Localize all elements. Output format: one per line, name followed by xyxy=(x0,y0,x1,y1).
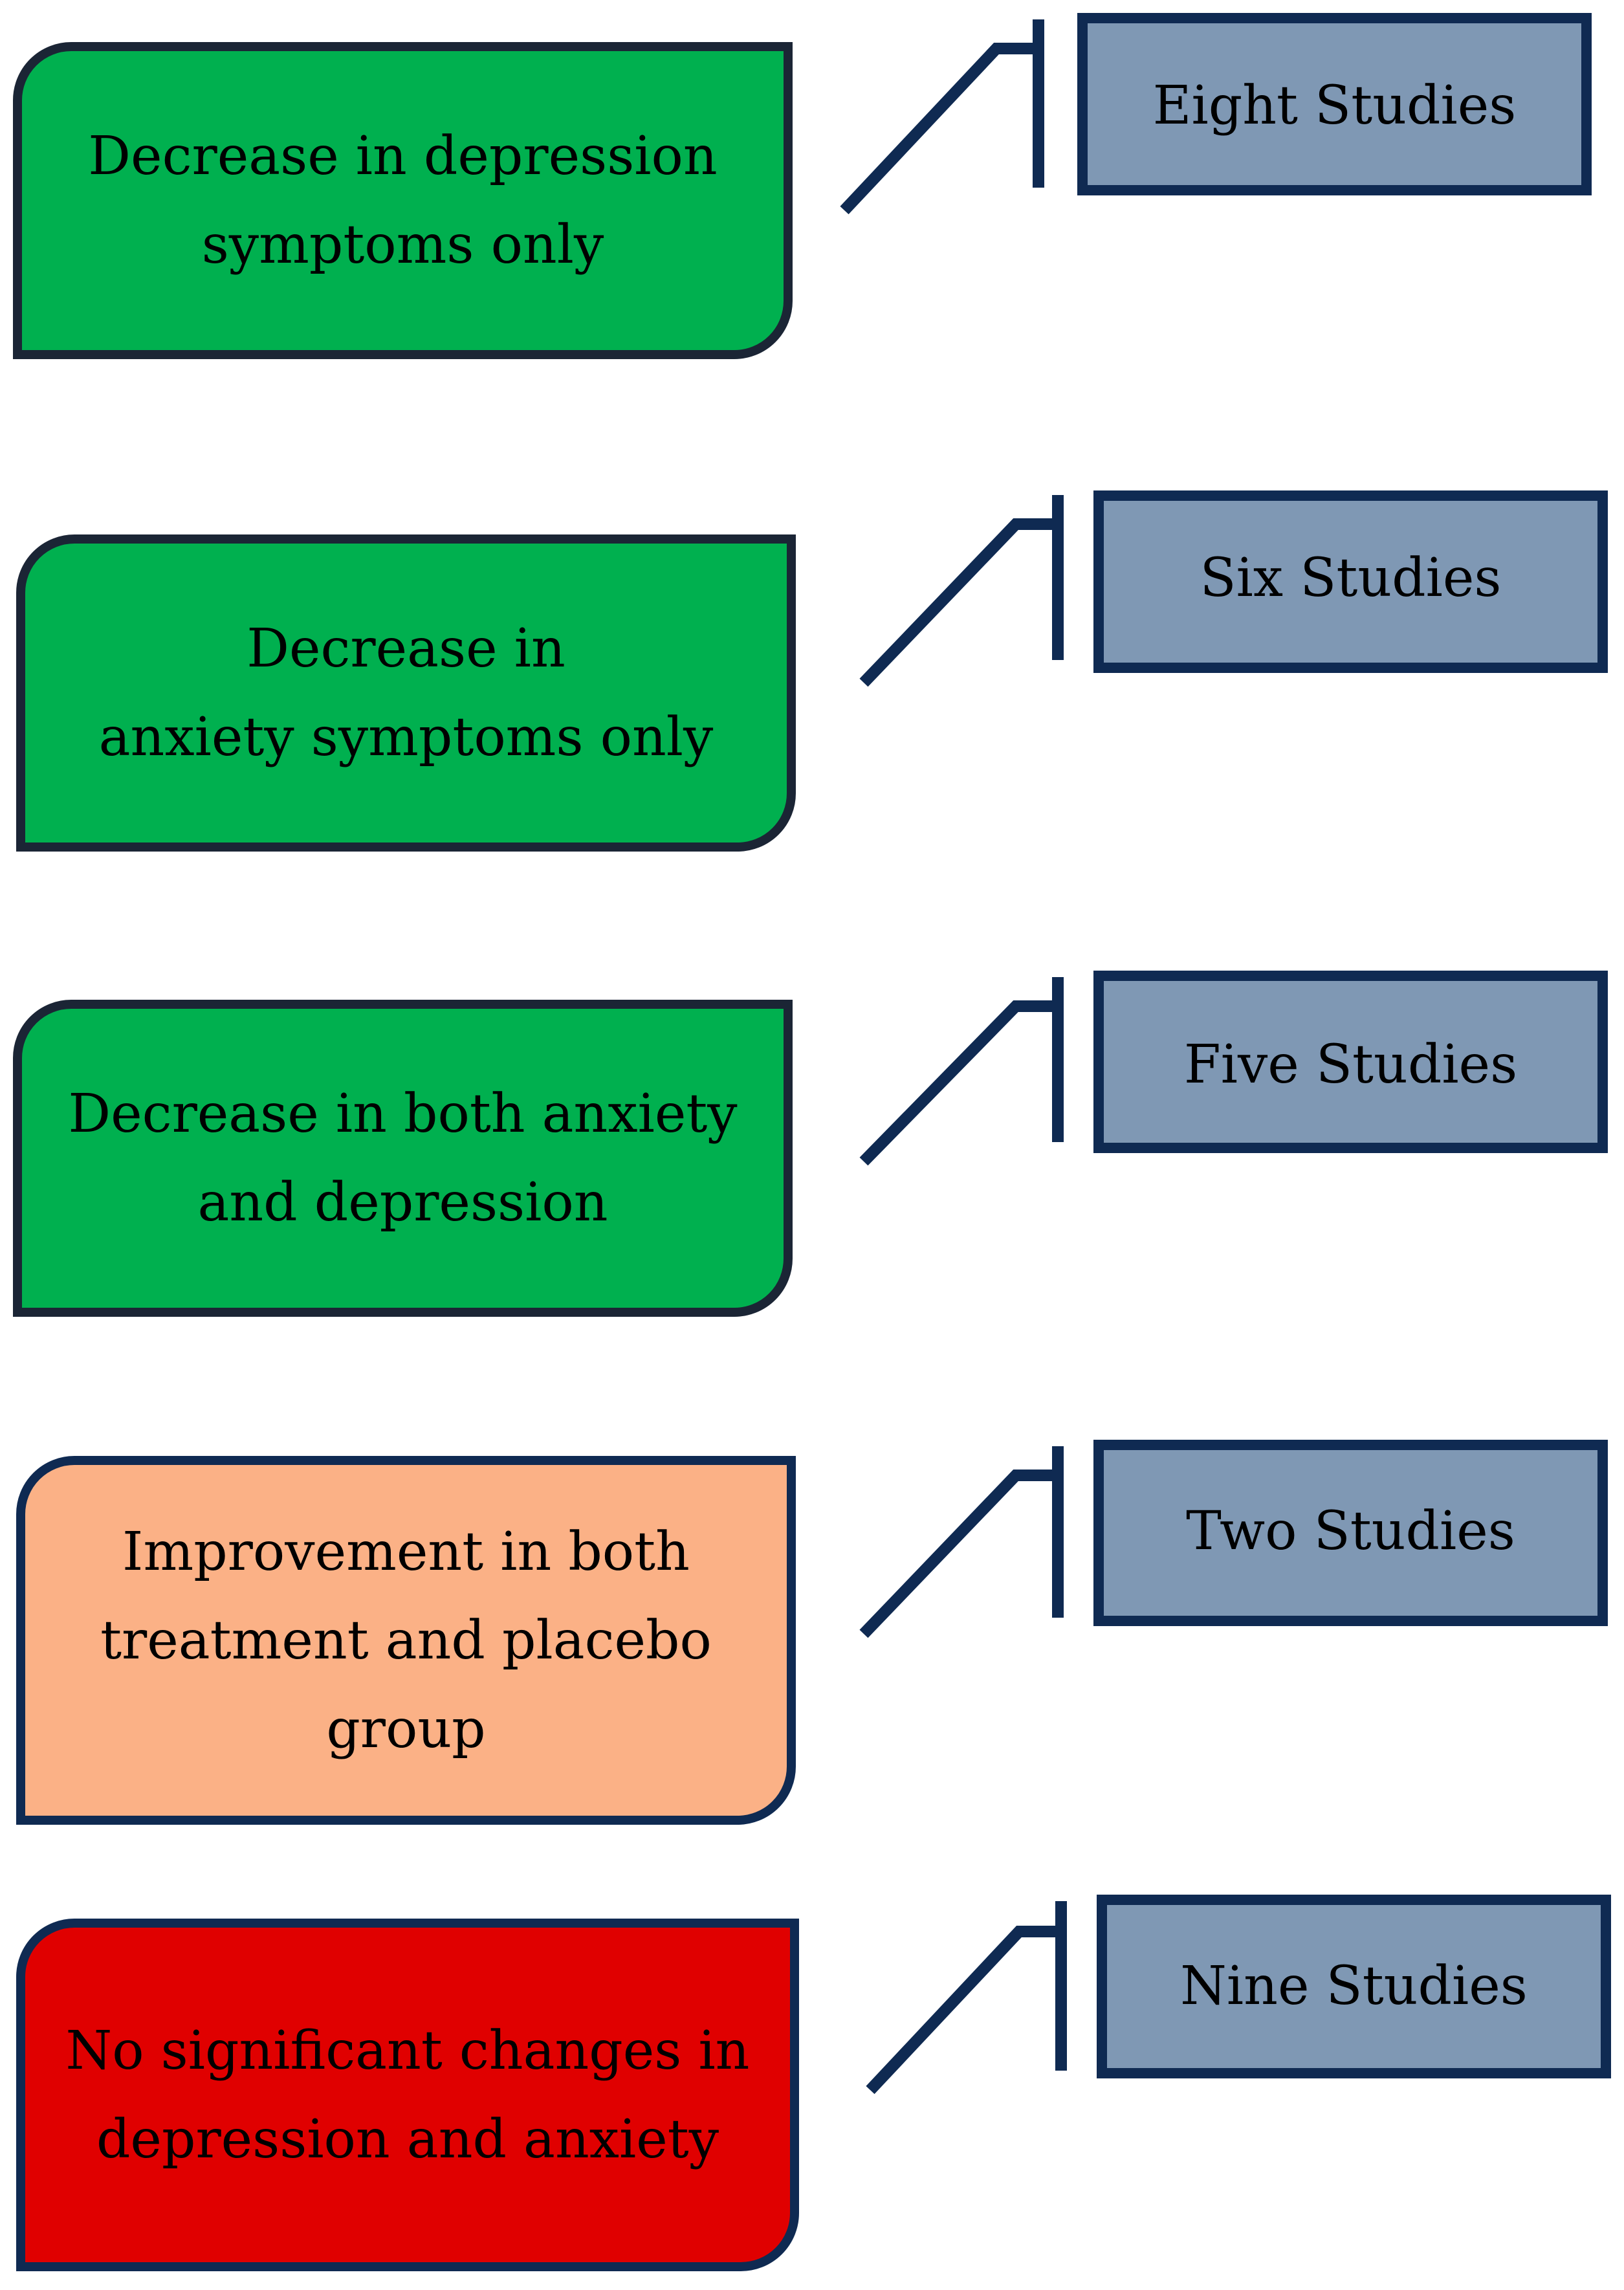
outcome-text-line: symptoms only xyxy=(201,214,604,276)
study-count-label: Nine Studies xyxy=(1180,1955,1528,2017)
study-count-label: Two Studies xyxy=(1186,1501,1515,1562)
study-count-label: Six Studies xyxy=(1200,547,1502,609)
study-count-box-eight: Eight Studies xyxy=(1077,13,1592,195)
connector-line-eight-studies xyxy=(840,19,1044,215)
outcome-text-line: anxiety symptoms only xyxy=(98,707,714,768)
outcome-text-line: treatment and placebo xyxy=(100,1609,712,1671)
outcome-text-line: depression and anxiety xyxy=(96,2108,719,2170)
outcome-text-line: Decrease in both anxiety xyxy=(68,1083,738,1145)
study-count-box-six: Six Studies xyxy=(1093,490,1608,673)
connector-line-nine-studies xyxy=(866,1901,1067,2095)
outcome-text-line: and depression xyxy=(197,1172,608,1233)
outcome-text-line: group xyxy=(326,1698,486,1760)
connector-line-six-studies xyxy=(859,495,1064,687)
connector-line-five-studies xyxy=(859,977,1064,1166)
study-count-box-nine: Nine Studies xyxy=(1097,1895,1611,2078)
outcome-box-depression-only: Decrease in depression symptoms only xyxy=(13,42,793,359)
outcome-text-line: No significant changes in xyxy=(65,2020,750,2082)
study-count-label: Eight Studies xyxy=(1152,75,1517,137)
study-count-box-five: Five Studies xyxy=(1093,971,1608,1153)
outcome-box-placebo-improvement: Improvement in both treatment and placeb… xyxy=(16,1456,796,1825)
outcome-box-no-significant-changes: No significant changes in depression and… xyxy=(16,1919,799,2271)
connector-line-two-studies xyxy=(859,1446,1064,1638)
outcome-box-both-decrease: Decrease in both anxiety and depression xyxy=(13,1000,793,1317)
study-count-box-two: Two Studies xyxy=(1093,1440,1608,1626)
outcome-text-line: Decrease in depression xyxy=(88,126,718,187)
outcome-text-line: Decrease in xyxy=(247,618,565,679)
outcome-box-anxiety-only: Decrease in anxiety symptoms only xyxy=(16,534,796,852)
study-count-label: Five Studies xyxy=(1183,1034,1518,1095)
outcome-text-line: Improvement in both xyxy=(122,1521,690,1583)
